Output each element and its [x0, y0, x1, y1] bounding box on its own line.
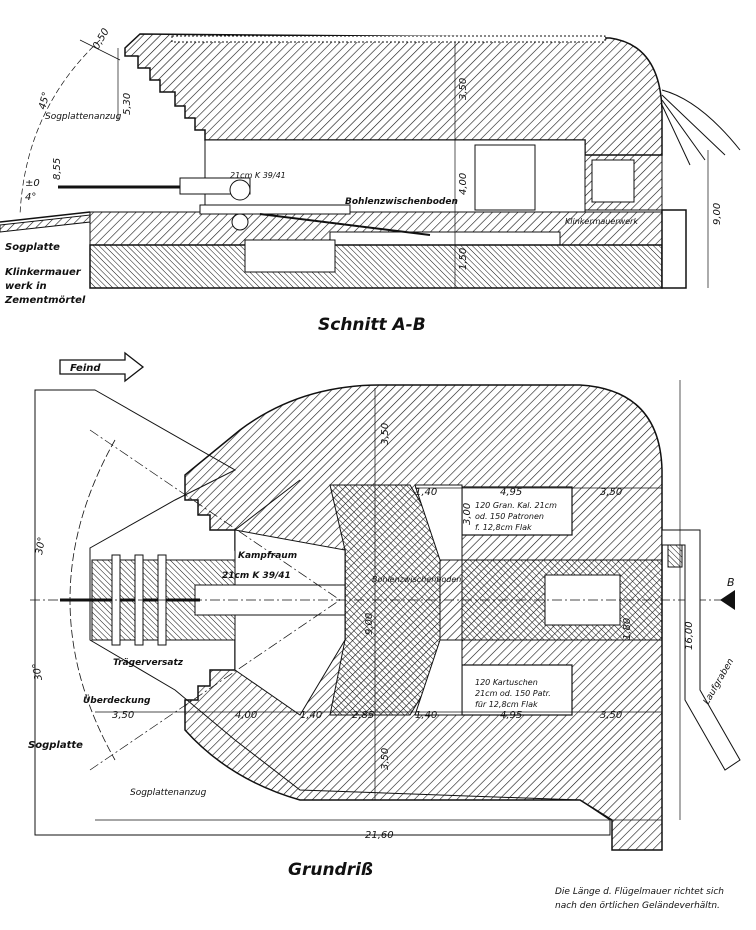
label-b: B [727, 576, 735, 589]
dim-plan-495-b: 4,95 [500, 710, 522, 721]
label-feind: Feind [70, 363, 101, 374]
label-kampfraum: Kampfraum [238, 551, 297, 561]
label-traegerversatz: Trägerversatz [113, 658, 184, 668]
dim-plan-140-a: 1,40 [415, 487, 437, 498]
label-gun-plan: 21cm K 39/41 [222, 571, 291, 581]
dim-900: 9,00 [712, 203, 723, 225]
dim-050: 0,50 [91, 27, 112, 52]
dim-400: 4,00 [458, 173, 469, 195]
label-sogplattenanzug-plan: Sogplattenanzug [130, 788, 207, 798]
dim-plan-30-top: 30° [34, 536, 48, 555]
b-arrow [720, 590, 735, 610]
rear-opening [591, 159, 635, 203]
store-bottom [461, 664, 573, 716]
store-top-line1: 120 Gran. Kal. 21cm [475, 501, 557, 510]
foundation [89, 244, 663, 289]
label-sogplatte: Sogplatte [5, 242, 60, 253]
section-title: Schnitt A-B [318, 315, 426, 335]
earth-cover [171, 35, 606, 43]
label-klinker-3: Zementmörtel [4, 295, 86, 306]
feind-arrow: Feind [59, 351, 145, 383]
label-ueberdeckung: Überdeckung [83, 695, 151, 706]
plan-title: Grundriß [288, 860, 373, 880]
dim-855: 8,55 [52, 158, 63, 180]
dim-plan-180: 1,80 [622, 618, 633, 640]
label-sogplatte-plan: Sogplatte [28, 740, 83, 751]
store-top [461, 486, 573, 536]
store-bot-line1: 120 Kartuschen [475, 678, 538, 687]
dim-plan-300: 3,00 [462, 503, 473, 525]
label-klinker-2: werk in [5, 281, 47, 292]
roof-mass [124, 33, 663, 156]
note-line2: nach den örtlichen Geländeverhältn. [555, 901, 720, 911]
dim-plan-140-c: 1,40 [415, 710, 437, 721]
turntable-pit [244, 239, 336, 273]
label-sogplattenanzug: Sogplattenanzug [45, 112, 122, 122]
dim-plan-495: 4,95 [500, 487, 522, 498]
passage-bottom [414, 639, 463, 716]
dim-plan-30-bot: 30° [31, 662, 45, 681]
dim-plan-350-r: 3,50 [600, 487, 622, 498]
label-bohlen-section: Bohlenzwischenboden [345, 197, 458, 207]
label-gun-section: 21cm K 39/41 [230, 171, 286, 180]
plan-view: Feind [28, 351, 741, 911]
store-top-line2: od. 150 Patronen [475, 512, 544, 521]
section-view: Sogplattenanzug Sogplatte Klinkermauer w… [0, 27, 741, 335]
wing-wall [661, 209, 687, 289]
dim-150: 1,50 [458, 248, 469, 270]
ground-line [0, 211, 91, 223]
dim-plan-350-top: 3,50 [380, 423, 391, 445]
label-bohlen-plan: Bohlenzwischenboden [372, 575, 461, 584]
store-bot-line2: 21cm od. 150 Patr. [475, 689, 551, 698]
dim-plan-350-bot: 3,50 [380, 748, 391, 770]
dim-350: 3,50 [458, 78, 469, 100]
dim-plan-2160: 21,60 [365, 830, 394, 841]
dim-plan-1600: 16,00 [684, 621, 695, 650]
dim-plan-400: 4,00 [235, 710, 257, 721]
laufgraben-step [667, 544, 683, 568]
dim-plan-350-l: 3,50 [112, 710, 134, 721]
firing-arc [69, 439, 116, 761]
store-top-line3: f. 12,8cm Flak [475, 523, 532, 532]
label-laufgraben: Laufgraben [702, 657, 736, 707]
dim-4deg: 4° [25, 192, 36, 203]
dim-0deg: ±0 [25, 178, 40, 189]
dim-530: 5,30 [122, 93, 133, 115]
slope-lines [661, 89, 741, 166]
interior-door [474, 144, 536, 211]
store-bot-line3: für 12,8cm Flak [475, 700, 538, 709]
label-klinkermauerwerk: Klinkermauerwerk [565, 217, 638, 226]
dim-45deg: 45° [37, 91, 52, 111]
dim-plan-285: 2,85 [352, 710, 374, 721]
label-klinker-1: Klinkermauer [5, 267, 82, 278]
note-line1: Die Länge d. Flügelmauer richtet sich [555, 887, 724, 897]
dim-plan-350-br: 3,50 [600, 710, 622, 721]
dim-plan-140-b: 1,40 [300, 710, 322, 721]
gun-section [58, 177, 431, 236]
dim-plan-900: 9,00 [364, 613, 375, 635]
